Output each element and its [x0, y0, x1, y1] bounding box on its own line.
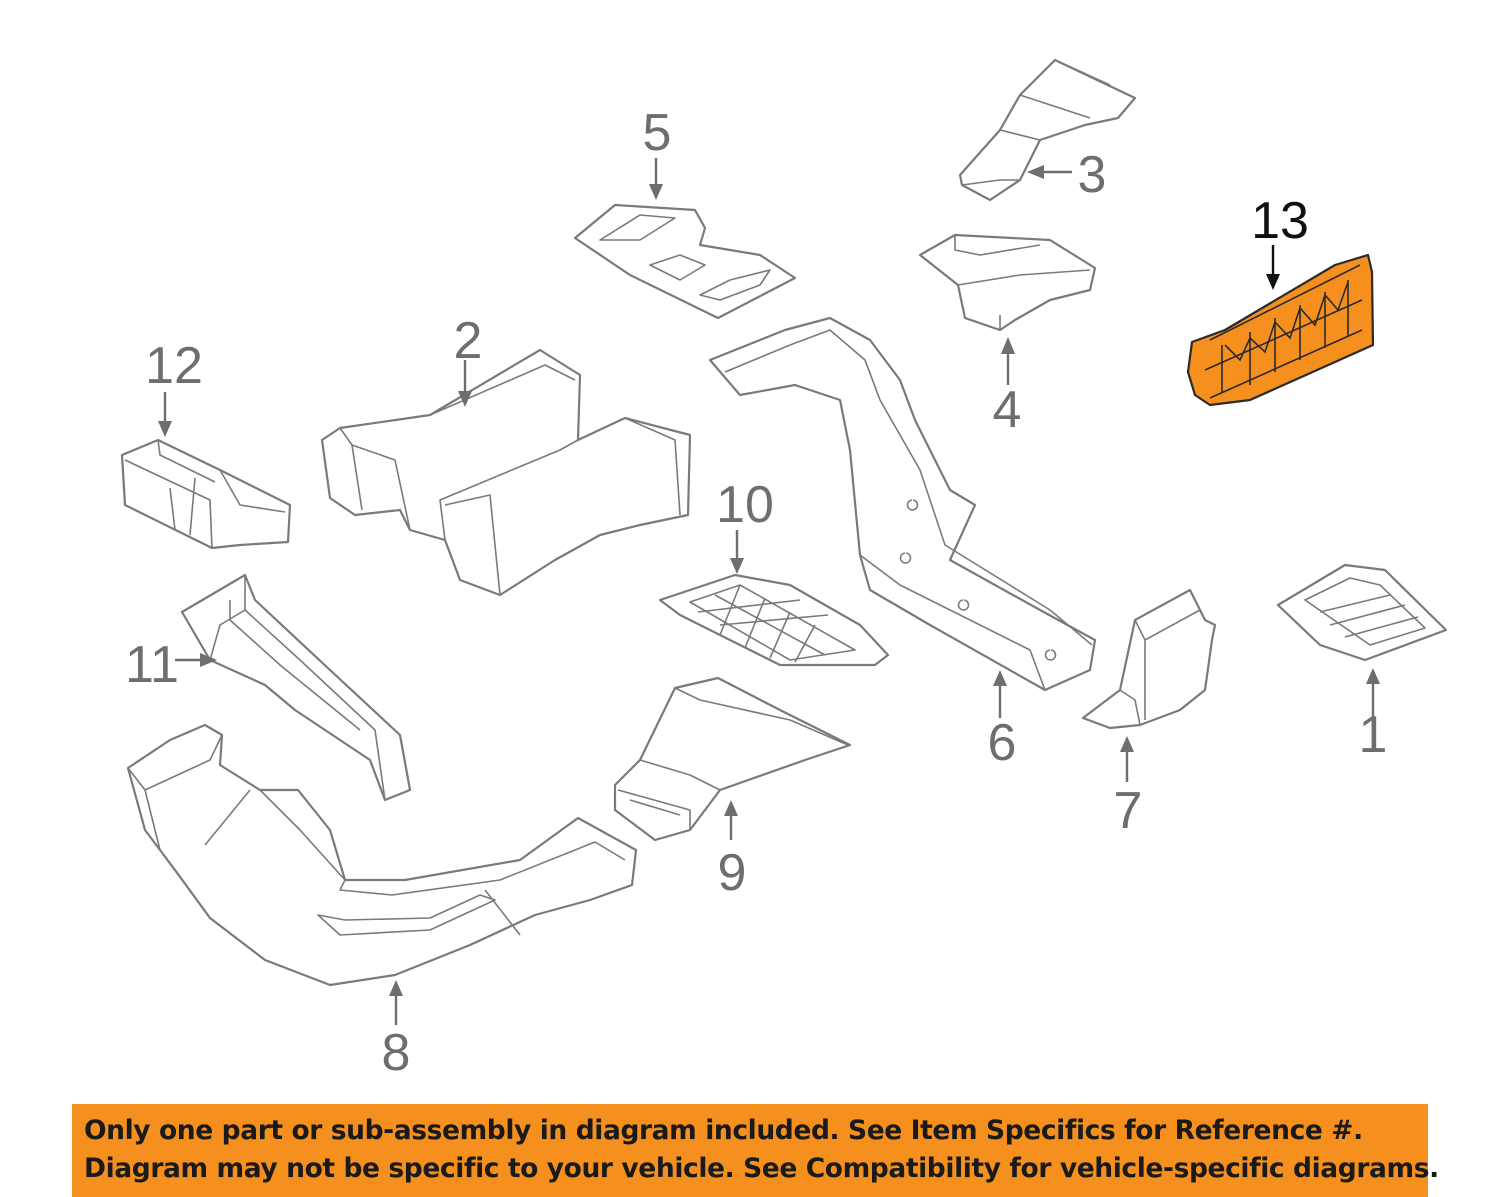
- part-13-grille: [1186, 253, 1375, 407]
- callout-13: 13: [1251, 192, 1309, 250]
- callout-5: 5: [643, 104, 672, 162]
- disclaimer-line-2: Diagram may not be specific to your vehi…: [84, 1153, 1439, 1184]
- part-10-grille: [658, 573, 890, 667]
- part-12-duct: [120, 438, 292, 550]
- parts-diagram: 1 2 3 4 5 6 7 8 9 10 11 12 13: [120, 58, 1448, 1082]
- callout-4: 4: [993, 381, 1022, 439]
- callout-9: 9: [718, 844, 747, 902]
- part-9-duct: [613, 676, 852, 842]
- part-3-duct: [958, 58, 1137, 202]
- callout-leaders: [158, 158, 1380, 1025]
- callout-12: 12: [145, 337, 203, 395]
- part-7-duct: [1081, 588, 1217, 730]
- part-6-duct: [708, 316, 1097, 692]
- part-11-duct: [180, 573, 412, 802]
- callout-2: 2: [454, 312, 483, 370]
- disclaimer-banner: Only one part or sub-assembly in diagram…: [72, 1104, 1439, 1197]
- part-2-duct: [320, 348, 692, 597]
- part-8-duct: [126, 723, 638, 987]
- callout-8: 8: [382, 1024, 411, 1082]
- callout-6: 6: [988, 714, 1017, 772]
- callout-1: 1: [1359, 706, 1388, 764]
- callout-7: 7: [1114, 782, 1143, 840]
- part-5-plate: [573, 203, 797, 320]
- callout-10: 10: [716, 476, 774, 534]
- disclaimer-line-1: Only one part or sub-assembly in diagram…: [84, 1115, 1363, 1146]
- part-4-duct: [918, 233, 1097, 332]
- part-1-grille: [1276, 563, 1448, 662]
- callout-3: 3: [1078, 146, 1107, 204]
- callout-11: 11: [125, 636, 179, 694]
